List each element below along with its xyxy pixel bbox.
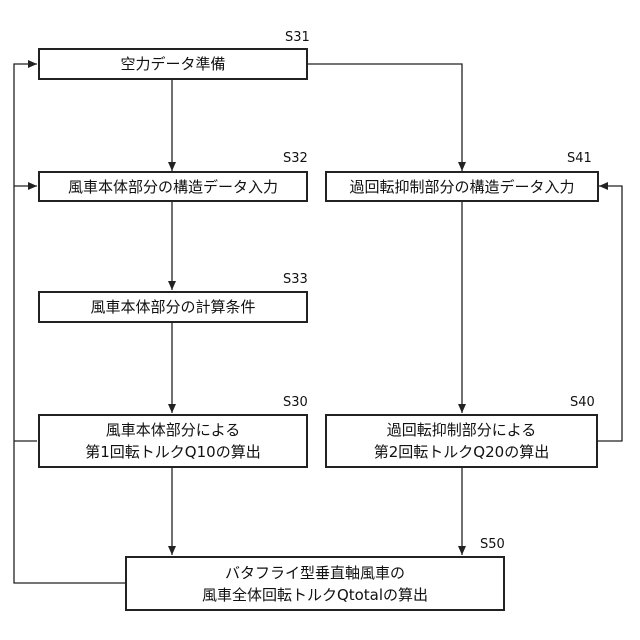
box-text: 空力データ準備 <box>120 53 225 75</box>
step-box-s31: 空力データ準備 <box>38 48 308 80</box>
step-label-s41: S41 <box>567 152 592 166</box>
step-box-s30: 風車本体部分による 第1回転トルクQ10の算出 <box>38 414 308 468</box>
step-box-s32: 風車本体部分の構造データ入力 <box>38 171 308 202</box>
box-text: 風車本体部分の計算条件 <box>90 296 255 318</box>
step-box-s41: 過回転抑制部分の構造データ入力 <box>325 171 599 202</box>
box-text: 風車本体部分による <box>106 419 241 441</box>
arrow-s31-to-s41 <box>307 64 462 171</box>
box-text: 第2回転トルクQ20の算出 <box>374 441 549 463</box>
box-text: バタフライ型垂直軸風車の <box>225 562 405 584</box>
step-box-s40: 過回転抑制部分による 第2回転トルクQ20の算出 <box>325 414 598 468</box>
feedback-loop-right <box>597 186 622 441</box>
step-label-s50: S50 <box>480 538 505 552</box>
box-text: 風車全体回転トルクQtotalの算出 <box>202 584 428 606</box>
step-label-s31: S31 <box>285 31 310 45</box>
box-text: 過回転抑制部分による <box>387 419 537 441</box>
box-text: 過回転抑制部分の構造データ入力 <box>349 176 574 198</box>
box-text: 風車本体部分の構造データ入力 <box>68 176 278 198</box>
feedback-loop-left <box>14 64 125 583</box>
step-label-s33: S33 <box>283 273 308 287</box>
box-text: 第1回転トルクQ10の算出 <box>85 441 260 463</box>
step-label-s40: S40 <box>570 396 595 410</box>
step-box-s50: バタフライ型垂直軸風車の 風車全体回転トルクQtotalの算出 <box>125 556 505 611</box>
step-box-s33: 風車本体部分の計算条件 <box>38 291 308 323</box>
step-label-s30: S30 <box>283 396 308 410</box>
step-label-s32: S32 <box>283 152 308 166</box>
